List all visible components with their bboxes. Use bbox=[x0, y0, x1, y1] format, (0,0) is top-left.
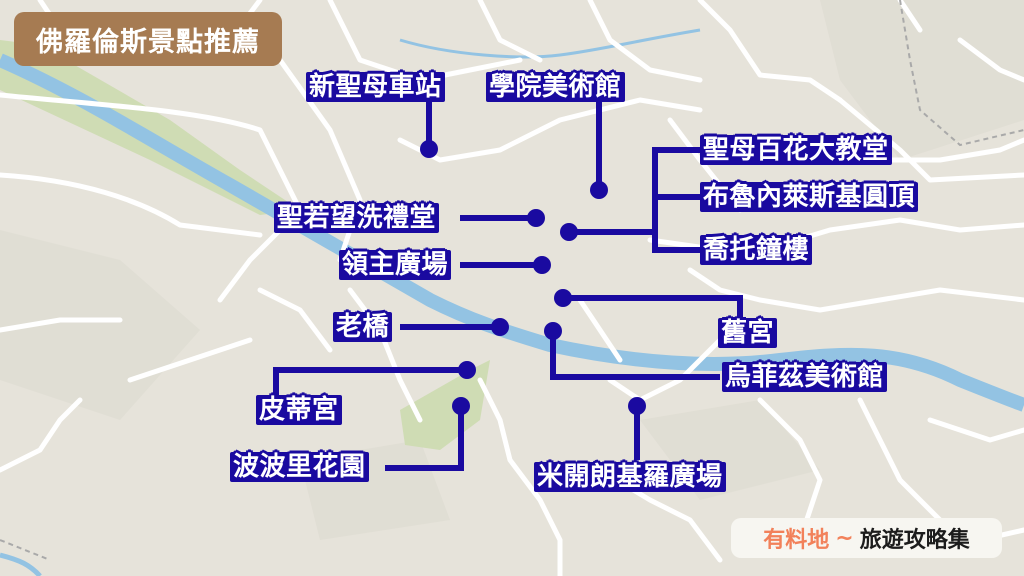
marker-uffizi bbox=[544, 322, 562, 340]
page-title: 佛羅倫斯景點推薦 bbox=[36, 26, 260, 58]
label-accademia-gallery[interactable]: 學院美術館 bbox=[486, 72, 625, 102]
marker-lines bbox=[273, 100, 743, 471]
label-ponte-vecchio[interactable]: 老橋 bbox=[333, 312, 393, 342]
label-piazza-della-signoria[interactable]: 領主廣場 bbox=[339, 250, 452, 280]
attraction-dots bbox=[420, 140, 646, 415]
label-santa-maria-novella-station[interactable]: 新聖母車站 bbox=[306, 72, 445, 102]
marker-santa-maria-novella bbox=[420, 140, 438, 158]
marker-michelangelo bbox=[628, 397, 646, 415]
brand-tilde: ~ bbox=[835, 525, 854, 551]
title-badge: 佛羅倫斯景點推薦 bbox=[14, 12, 282, 66]
park-area bbox=[0, 40, 490, 450]
label-brunelleschi-dome[interactable]: 布魯內萊斯基圓頂 bbox=[700, 182, 919, 212]
label-boboli-gardens[interactable]: 波波里花園 bbox=[230, 452, 369, 482]
marker-boboli bbox=[452, 397, 470, 415]
marker-piazza-signoria bbox=[533, 256, 551, 274]
marker-pitti bbox=[458, 361, 476, 379]
marker-baptistery bbox=[527, 209, 545, 227]
label-uffizi-gallery[interactable]: 烏菲茲美術館 bbox=[722, 362, 888, 392]
label-palazzo-pitti[interactable]: 皮蒂宮 bbox=[256, 395, 342, 425]
label-duomo[interactable]: 聖母百花大教堂 bbox=[700, 135, 892, 165]
railway bbox=[899, 0, 1024, 147]
marker-palazzo-vecchio bbox=[554, 289, 572, 307]
brand-name: 有料地 bbox=[763, 528, 830, 553]
label-palazzo-vecchio[interactable]: 舊宮 bbox=[718, 318, 778, 348]
label-piazzale-michelangelo[interactable]: 米開朗基羅廣場 bbox=[534, 462, 726, 492]
brand-tagline: 旅遊攻略集 bbox=[859, 528, 970, 553]
brand-watermark: 有料地 ~ 旅遊攻略集 bbox=[731, 518, 1002, 558]
marker-ponte-vecchio bbox=[491, 318, 509, 336]
label-giotto-campanile[interactable]: 喬托鐘樓 bbox=[700, 235, 813, 265]
marker-duomo bbox=[560, 223, 578, 241]
river bbox=[0, 53, 1024, 412]
label-baptistery[interactable]: 聖若望洗禮堂 bbox=[274, 203, 440, 233]
marker-accademia bbox=[590, 181, 608, 199]
